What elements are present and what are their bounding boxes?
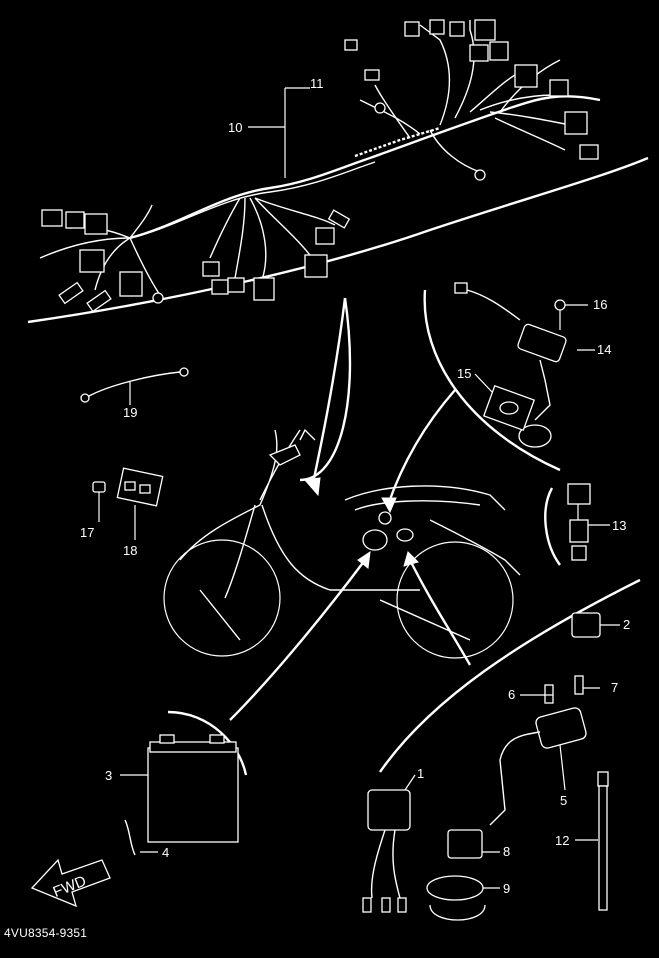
callout-8: 8 <box>503 844 510 859</box>
callout-10: 10 <box>228 120 242 135</box>
fuel-sender-14-15-16 <box>454 282 595 448</box>
lead-wire-19 <box>80 367 189 405</box>
callout-5: 5 <box>560 793 567 808</box>
scooter-outline <box>163 428 521 659</box>
pointer-arrows <box>229 297 472 721</box>
part-13 <box>567 483 610 561</box>
cable-tie-12 <box>575 771 609 911</box>
callout-9: 9 <box>503 881 510 896</box>
callout-15: 15 <box>457 366 471 381</box>
callout-4: 4 <box>162 845 169 860</box>
callouts: 11 10 16 14 15 19 17 18 13 2 6 7 3 1 5 1… <box>51 76 631 901</box>
callout-3: 3 <box>105 768 112 783</box>
callout-13: 13 <box>612 518 626 533</box>
part-17-18 <box>92 467 164 540</box>
cdi-unit-1 <box>362 774 416 913</box>
section-separators <box>27 156 649 776</box>
callout-11: 11 <box>310 76 324 91</box>
callout-2: 2 <box>623 617 630 632</box>
callout-17: 17 <box>80 525 94 540</box>
callout-12: 12 <box>555 833 569 848</box>
callout-1: 1 <box>417 766 424 781</box>
part-2 <box>571 612 620 638</box>
part-number-label: 4VU8354-9351 <box>4 926 88 940</box>
callout-19: 19 <box>123 405 137 420</box>
ignition-coil-5-9 <box>426 675 600 921</box>
callout-16: 16 <box>593 297 607 312</box>
forward-arrow <box>30 858 111 908</box>
callout-18: 18 <box>123 543 137 558</box>
callout-6: 6 <box>508 687 515 702</box>
wire-harness <box>39 19 601 313</box>
callout-7: 7 <box>611 680 618 695</box>
callout-14: 14 <box>597 342 611 357</box>
battery-3-4 <box>120 734 239 856</box>
